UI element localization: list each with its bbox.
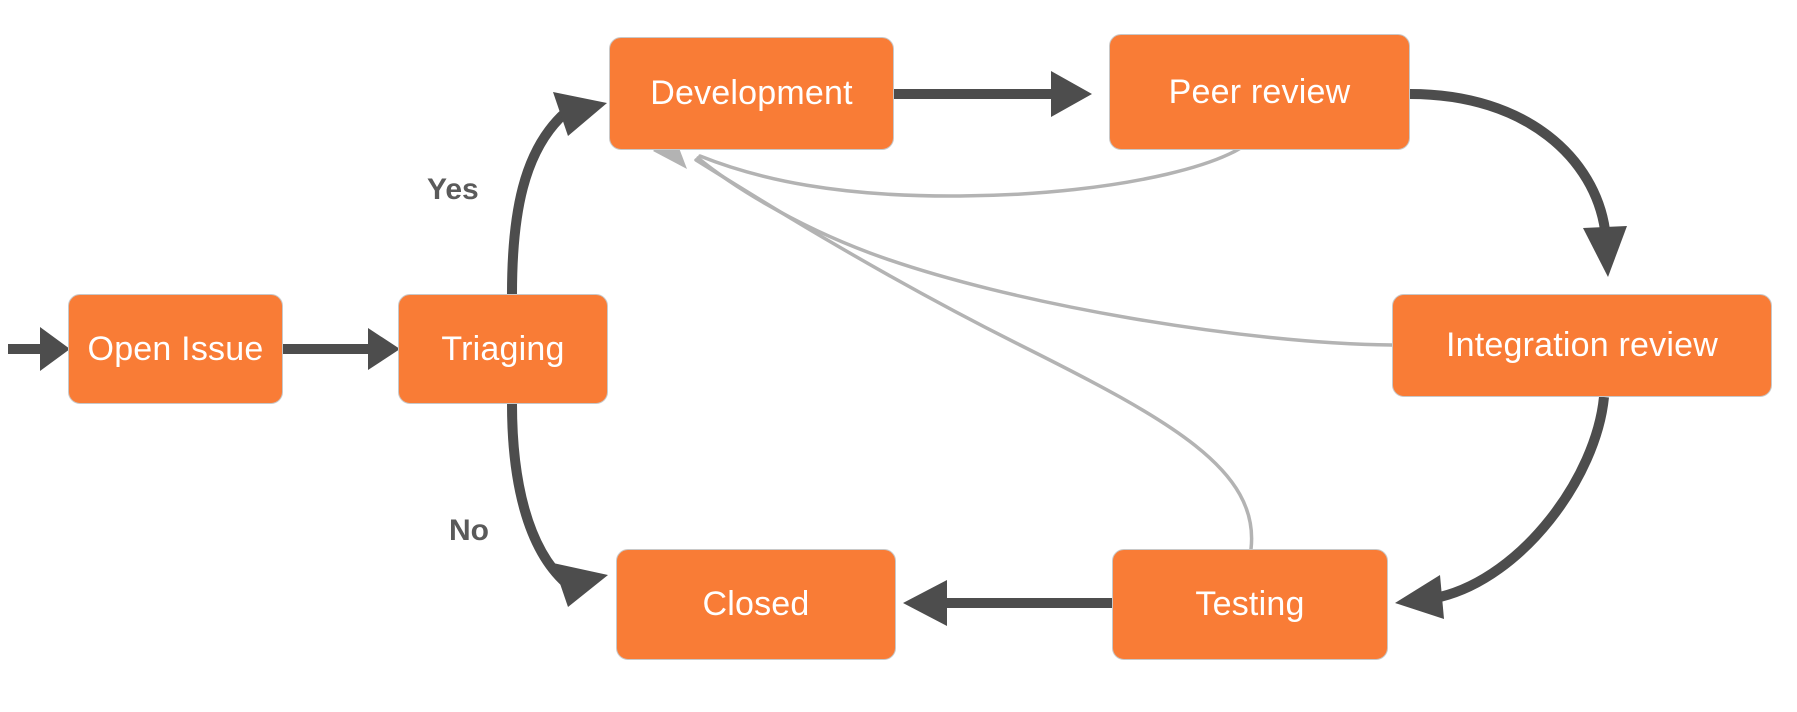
node-development-label: Development: [650, 74, 853, 112]
edge-development-to-peer-review: [894, 71, 1092, 117]
node-development[interactable]: Development: [609, 37, 894, 150]
node-closed[interactable]: Closed: [616, 549, 896, 660]
return-arrowhead-development: [653, 132, 687, 169]
edge-label-no: No: [449, 514, 489, 547]
edge-label-yes: Yes: [427, 173, 479, 206]
node-closed-label: Closed: [702, 585, 810, 623]
edge-open-issue-to-triaging: [283, 328, 400, 370]
edge-integration-review-to-testing: [1395, 396, 1609, 619]
node-peer-review[interactable]: Peer review: [1109, 34, 1410, 150]
node-open-issue[interactable]: Open Issue: [68, 294, 283, 404]
node-open-issue-label: Open Issue: [87, 329, 264, 368]
node-testing[interactable]: Testing: [1112, 549, 1388, 660]
edge-triaging-to-development: [507, 92, 607, 295]
edge-testing-to-development-return: [694, 158, 1254, 551]
node-peer-review-label: Peer review: [1168, 72, 1351, 111]
edge-peer-review-to-development-return: [698, 131, 1257, 198]
edge-peer-review-to-integration-review: [1409, 89, 1627, 277]
edge-testing-to-closed: [903, 580, 1112, 626]
edge-start-to-open-issue: [8, 327, 70, 371]
node-integration-review-label: Integration review: [1446, 326, 1718, 364]
node-triaging-label: Triaging: [441, 329, 565, 368]
node-integration-review[interactable]: Integration review: [1392, 294, 1772, 397]
node-testing-label: Testing: [1195, 585, 1305, 623]
node-triaging[interactable]: Triaging: [398, 294, 608, 404]
edge-integration-review-to-development-return: [696, 156, 1394, 347]
edge-triaging-to-closed: [507, 403, 608, 607]
